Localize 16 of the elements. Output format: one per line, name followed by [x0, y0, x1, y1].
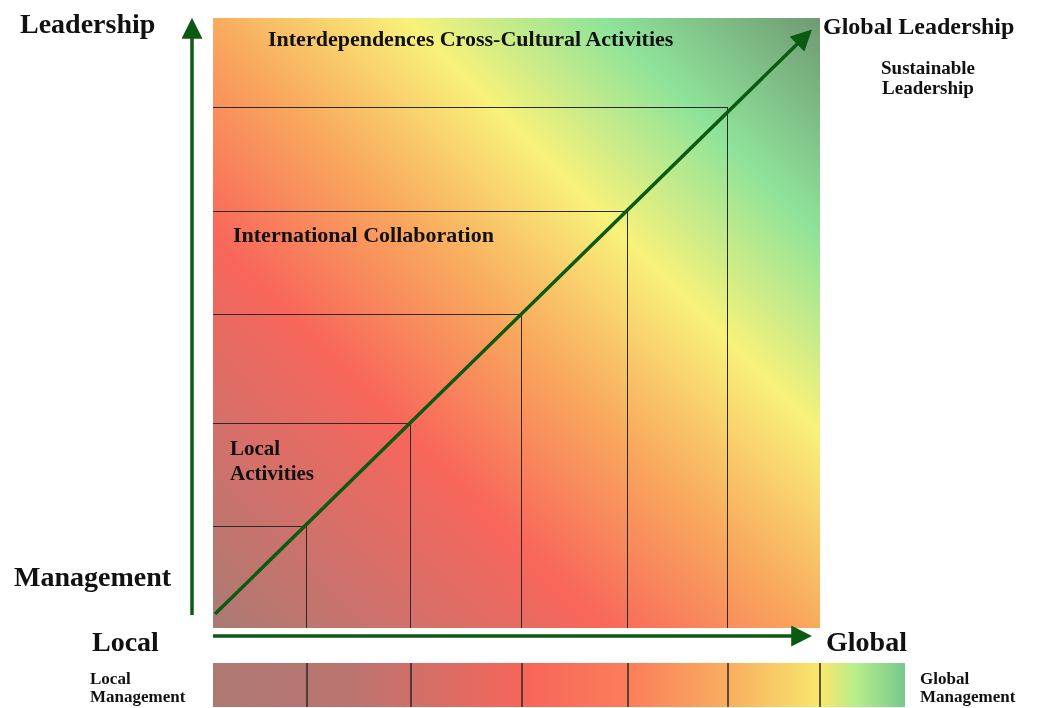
region-label: International Collaboration [233, 222, 494, 248]
nested-box [213, 423, 411, 628]
axis-label: Local [92, 628, 159, 656]
axis-label: Global [826, 628, 907, 656]
axis-label: Leadership [20, 10, 156, 38]
nested-box [213, 314, 522, 628]
axis-label: Management [14, 563, 172, 591]
region-label: Interdependences Cross-Cultural Activities [268, 26, 674, 52]
nested-box [213, 107, 728, 628]
caption-text: Sustainable Leadership [880, 58, 976, 98]
scale-label: Global Management [920, 670, 1017, 706]
scale-label: Local Management [90, 670, 187, 706]
axis-label: Global Leadership [823, 13, 1015, 40]
nested-box [213, 211, 628, 628]
region-label: Local Activities [230, 436, 315, 487]
nested-box [213, 526, 307, 628]
